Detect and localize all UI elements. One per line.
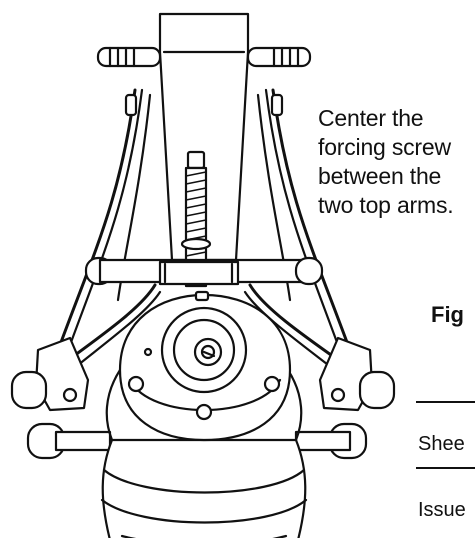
caption-line-2: forcing screw (318, 134, 451, 160)
top-mount (118, 290, 292, 442)
caption-line-4: two top arms. (318, 192, 454, 218)
crossbar (84, 256, 324, 286)
top-handles (96, 46, 312, 117)
figure-label: Fig (431, 302, 464, 327)
strut-body (100, 368, 308, 538)
caption-text: Center the forcing screw between the two… (318, 104, 454, 220)
caption-line-3: between the (318, 163, 442, 189)
forcing-screw (180, 150, 212, 288)
divider-top (416, 401, 475, 403)
sheet-label: Shee (418, 433, 465, 455)
divider-bottom (416, 467, 475, 469)
outer-arms (58, 88, 350, 372)
issue-label: Issue (418, 499, 466, 521)
caption-line-1: Center the (318, 105, 424, 131)
